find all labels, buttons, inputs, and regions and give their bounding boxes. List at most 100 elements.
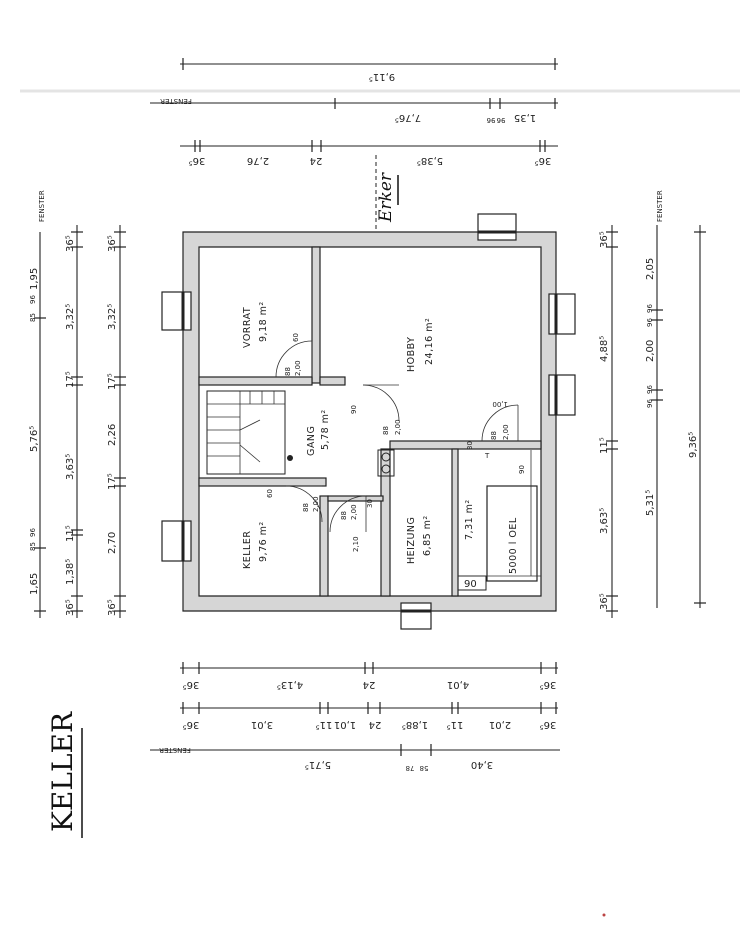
door3-width: 88 <box>490 431 498 440</box>
left-inner-0: 36⁵ <box>107 235 118 252</box>
windows <box>161 213 576 630</box>
right-window-label: FENSTER <box>656 190 664 222</box>
bottom-row1-1: 4,13⁵ <box>277 679 303 690</box>
bottom-row1-3: 4,01 <box>447 679 469 690</box>
door-note-60b: 60 <box>266 489 274 498</box>
left-inner-3: 2,26 <box>107 424 118 446</box>
right-mid-6: 5,31⁵ <box>645 490 656 516</box>
door5-height: 2,00 <box>350 504 358 520</box>
left-mid-1: 3,32⁵ <box>65 304 76 330</box>
bottom-row2-5: 1,88⁵ <box>402 719 428 730</box>
right-inner-0: 36⁵ <box>599 231 610 248</box>
door4-width: 88 <box>302 503 310 512</box>
room-keller-name: KELLER <box>242 531 253 569</box>
right-mid-1: 96 <box>646 304 654 313</box>
bottom-row3-0: 5,71⁵ <box>305 759 331 770</box>
room-hobby-area: 24,16 m² <box>424 318 435 365</box>
door2-height: 2,00 <box>394 419 402 435</box>
top-dim-row2-0: 7,76⁵ <box>395 112 421 123</box>
door3-height: 2,00 <box>502 424 510 440</box>
right-mid-0: 2,05 <box>645 258 656 280</box>
door-note-90a: 90 <box>350 405 358 414</box>
left-outer-0: 1,95 <box>29 268 40 290</box>
bottom-row3-2: 58 <box>420 764 429 772</box>
door-note-60a: 60 <box>292 333 300 342</box>
left-mid-6: 36⁵ <box>65 599 76 616</box>
door-swings <box>275 340 519 533</box>
right-inner-1: 4,88⁵ <box>599 336 610 362</box>
bottom-row3-3: 3,40 <box>471 759 493 770</box>
room-gang-name: GANG <box>306 426 317 456</box>
bottom-row2-4: 24 <box>369 719 382 730</box>
door-note-100: 1,00 <box>492 400 508 408</box>
left-outer-2: 96 <box>29 295 37 304</box>
left-mid-2: 17⁵ <box>65 371 76 388</box>
door1-width: 88 <box>284 367 292 376</box>
room-oel-area: 7,31 m² <box>464 499 475 540</box>
bottom-row2-0: 36⁵ <box>183 719 200 730</box>
right-mid-5: 96 <box>646 399 654 408</box>
bottom-row1-4: 36⁵ <box>540 679 557 690</box>
bottom-window-label: FENSTER <box>159 746 191 754</box>
left-inner-4: 17⁵ <box>107 473 118 490</box>
room-gang-area: 5,78 m² <box>320 409 331 450</box>
top-dim-row2-1: 1,35 <box>514 112 536 123</box>
door-note-30b: 30 <box>466 441 474 450</box>
door2-width: 88 <box>382 426 390 435</box>
bottom-row3-1: 78 <box>406 764 415 772</box>
right-dimension-lines <box>606 225 706 618</box>
left-mid-0: 36⁵ <box>65 235 76 252</box>
room-vorrat-area: 9,18 m² <box>258 301 269 342</box>
bottom-row2-6: 11⁵ <box>447 719 464 730</box>
oil-small-label: 90 <box>464 579 477 590</box>
right-inner-3: 3,63⁵ <box>599 508 610 534</box>
room-hobby-name: HOBBY <box>406 337 417 372</box>
bottom-dimension-lines <box>150 662 560 756</box>
left-dimension-lines <box>34 225 126 618</box>
boiler <box>377 449 395 477</box>
top-dimension-lines <box>150 58 558 152</box>
erker-text: Erker <box>376 172 396 223</box>
left-outer-4: 85 <box>29 542 37 551</box>
door4-height: 2,00 <box>312 496 320 512</box>
right-mid-3: 2,00 <box>645 340 656 362</box>
door-note-90b: 90 <box>518 465 526 474</box>
door-note-30a: 30 <box>366 499 374 508</box>
right-outer-0: 9,36⁵ <box>688 432 699 458</box>
staircase <box>206 390 293 475</box>
left-inner-5: 2,70 <box>107 532 118 554</box>
left-outer-1: 85 <box>29 313 37 322</box>
top-dim-row2-3: 96 <box>496 116 505 124</box>
bottom-row2-2: 11⁵ <box>316 719 333 730</box>
room-heizung-area: 6,85 m² <box>422 515 433 556</box>
door-note-210: 2,10 <box>352 536 360 552</box>
right-inner-2: 11⁵ <box>599 437 610 454</box>
bottom-row2-8: 36⁵ <box>540 719 557 730</box>
top-dim-row3-0: 36⁵ <box>189 155 206 166</box>
building-walls <box>182 231 557 612</box>
top-dim-overall: 9,11⁵ <box>369 71 395 82</box>
left-mid-5: 1,38⁵ <box>65 559 76 585</box>
left-mid-3: 3,63⁵ <box>65 454 76 480</box>
top-dim-row3-1: 2,76 <box>247 155 269 166</box>
left-outer-3: 5,76⁵ <box>29 426 40 452</box>
bottom-row2-1: 3,01 <box>251 719 273 730</box>
room-vorrat-name: VORRAT <box>242 307 253 348</box>
top-dim-row3-3: 5,38⁵ <box>417 155 443 166</box>
bottom-row1-0: 36⁵ <box>183 679 200 690</box>
left-inner-2: 17⁵ <box>107 373 118 390</box>
top-dim-row2-2: 96 <box>486 116 495 124</box>
top-dim-row3-4: 36⁵ <box>535 155 552 166</box>
right-mid-2: 96 <box>646 318 654 327</box>
left-outer-6: 1,65 <box>29 573 40 595</box>
door-note-t: T <box>484 452 490 460</box>
bottom-row2-3: 1,01 <box>334 719 356 730</box>
oil-tank <box>457 450 541 591</box>
left-mid-4: 11⁵ <box>65 525 76 542</box>
left-window-label: FENSTER <box>38 190 46 222</box>
door5-width: 88 <box>340 511 348 520</box>
right-mid-4: 96 <box>646 385 654 394</box>
top-dim-row3-2: 24 <box>310 155 323 166</box>
oil-tank-label: 5000 l OEL <box>508 517 519 574</box>
